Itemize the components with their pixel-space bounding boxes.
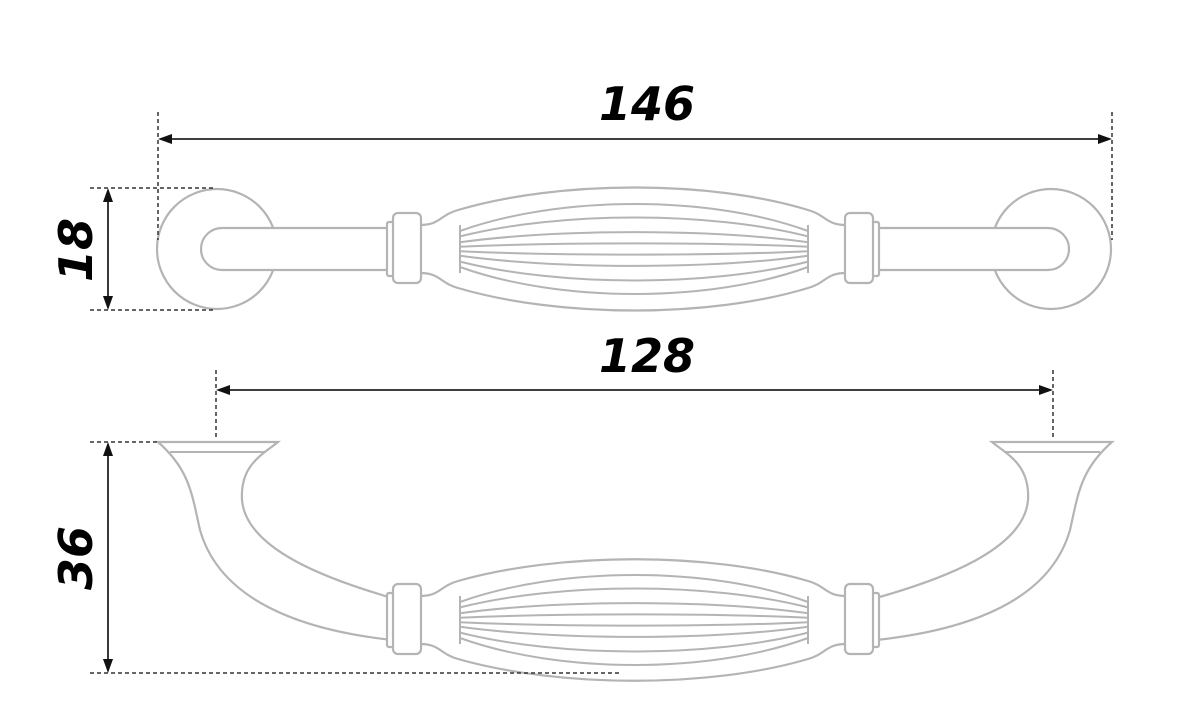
flute-line xyxy=(459,637,809,666)
dimension-label-128: 128 xyxy=(599,329,695,383)
flute-line xyxy=(459,613,809,619)
flute-line xyxy=(459,625,809,638)
dimension-18: 18 xyxy=(49,187,215,311)
dimension-label-146: 146 xyxy=(599,77,695,131)
top-view xyxy=(155,186,1113,312)
left-collar xyxy=(391,211,423,285)
flute-line xyxy=(459,242,809,248)
flute-line xyxy=(459,574,809,603)
flute-line xyxy=(459,260,809,282)
side-left-collar xyxy=(391,582,423,656)
dimension-128: 128 xyxy=(215,329,1054,440)
arrowhead-icon xyxy=(103,188,113,202)
flute-line xyxy=(459,621,809,627)
arrowhead-icon xyxy=(103,659,113,673)
flute-line xyxy=(459,602,809,615)
side-right-collar xyxy=(843,582,875,656)
arrowhead-icon xyxy=(158,134,172,144)
grip-flutes xyxy=(459,203,809,295)
flute-line xyxy=(459,254,809,267)
left-leg xyxy=(155,440,394,642)
side-grip-flutes xyxy=(459,574,809,666)
right-leg xyxy=(874,440,1115,642)
flute-line xyxy=(459,216,809,238)
arrowhead-icon xyxy=(1039,385,1053,395)
arrowhead-icon xyxy=(103,296,113,310)
dimension-label-36: 36 xyxy=(49,526,103,590)
flute-line xyxy=(459,250,809,256)
dimension-146: 146 xyxy=(157,77,1113,240)
right-collar xyxy=(843,211,875,285)
arrowhead-icon xyxy=(216,385,230,395)
dimension-label-18: 18 xyxy=(49,218,103,282)
flute-line xyxy=(459,266,809,295)
arrowhead-icon xyxy=(1098,134,1112,144)
fluted-grip xyxy=(418,186,848,312)
side-fluted-grip xyxy=(418,558,848,682)
flute-line xyxy=(459,631,809,653)
dimension-36: 36 xyxy=(49,441,620,674)
arrowhead-icon xyxy=(103,442,113,456)
flute-line xyxy=(459,203,809,232)
flute-line xyxy=(459,231,809,244)
flute-line xyxy=(459,587,809,609)
side-view xyxy=(155,440,1115,682)
